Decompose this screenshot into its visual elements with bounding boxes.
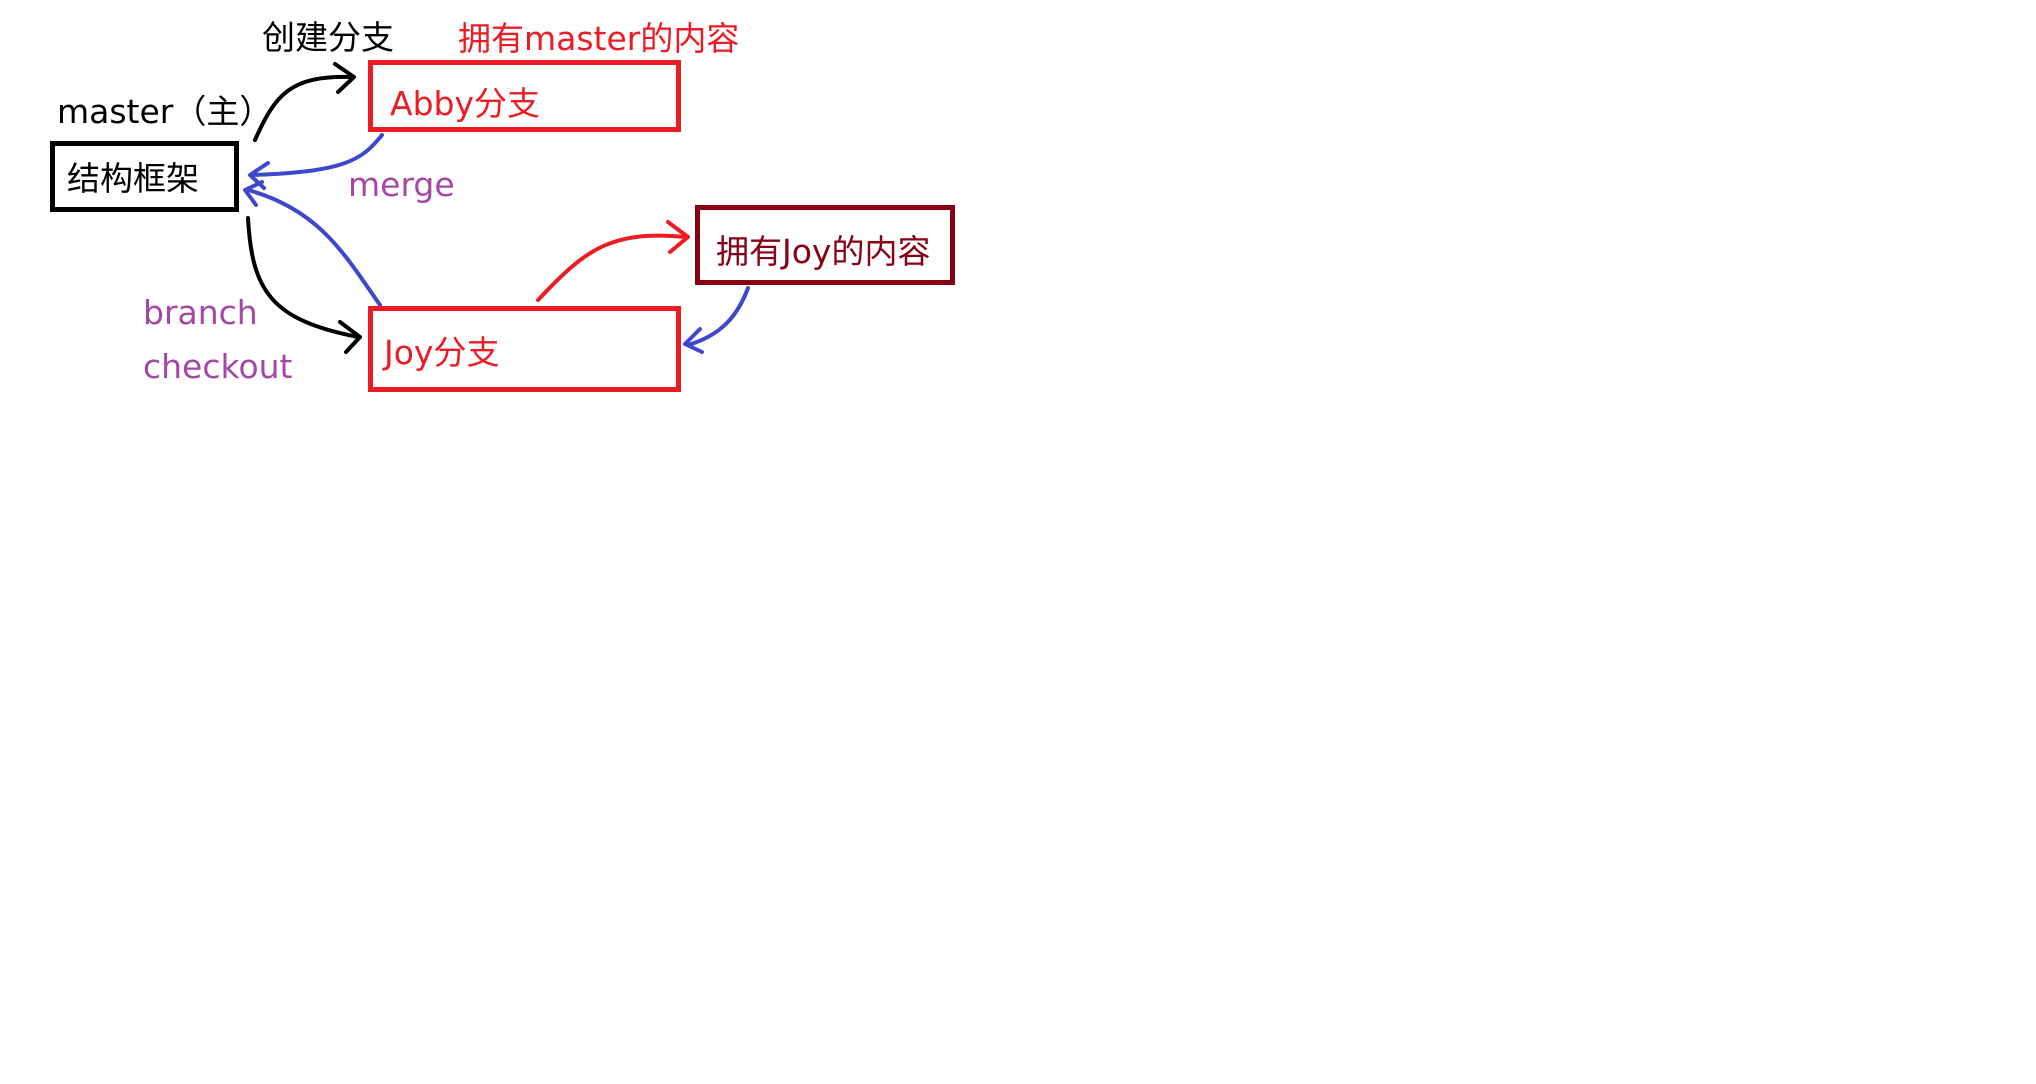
node-master: 结构框架 xyxy=(50,141,239,212)
arrow-merge-abby xyxy=(250,133,384,177)
label-master-content: 拥有master的内容 xyxy=(458,19,740,58)
arrow-checkout-joy xyxy=(246,216,360,339)
node-joy: Joy分支 xyxy=(368,306,681,392)
arrowhead-content-joy xyxy=(683,327,704,354)
node-master-label: 结构框架 xyxy=(67,159,199,198)
node-abby-label: Abby分支 xyxy=(390,84,540,123)
label-merge: merge xyxy=(348,165,455,204)
node-abby: Abby分支 xyxy=(368,60,681,132)
arrow-create-abby xyxy=(253,74,354,142)
arrow-merge-joy xyxy=(246,188,382,307)
node-joy-label: Joy分支 xyxy=(384,333,500,372)
arrow-joy-content xyxy=(536,233,687,302)
node-joy-content: 拥有Joy的内容 xyxy=(695,205,955,285)
arrowhead-joy-content xyxy=(666,220,690,254)
node-joy-content-label: 拥有Joy的内容 xyxy=(716,232,931,271)
label-checkout: checkout xyxy=(143,347,293,386)
arrow-content-joy xyxy=(686,286,750,347)
arrowhead-merge-joy xyxy=(243,180,264,207)
arrowhead-create-abby xyxy=(333,62,356,94)
label-branch: branch xyxy=(143,293,258,332)
arrowhead-checkout-joy xyxy=(338,320,362,354)
label-master-main: master（主） xyxy=(57,92,273,131)
label-create-branch: 创建分支 xyxy=(262,18,394,57)
